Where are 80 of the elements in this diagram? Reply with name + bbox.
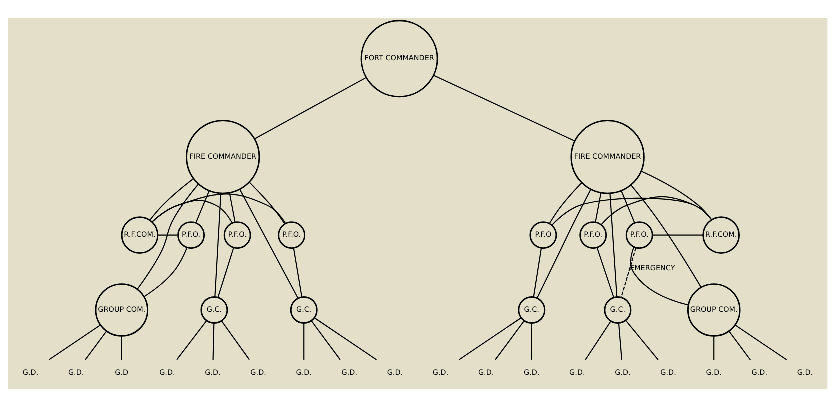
node-text: G.D. bbox=[342, 368, 358, 377]
node-circle: P.F.O. bbox=[178, 222, 206, 250]
connector bbox=[158, 234, 178, 236]
node-text: G.D. bbox=[432, 368, 449, 377]
connector bbox=[144, 248, 188, 298]
connector bbox=[714, 336, 715, 360]
connector bbox=[176, 320, 208, 360]
node-circle: G.C. bbox=[604, 296, 632, 324]
node-circle: FIRE COMMANDER bbox=[186, 120, 260, 194]
node-text: G.D. bbox=[478, 368, 494, 377]
connector bbox=[536, 189, 592, 299]
node-text: G.D. bbox=[387, 368, 404, 377]
connector bbox=[48, 324, 101, 360]
connector bbox=[218, 248, 234, 298]
node-circle: G.C. bbox=[200, 296, 228, 324]
node-circle: G.C. bbox=[518, 296, 546, 324]
node-circle: FORT COMMANDER bbox=[360, 20, 438, 98]
node-text: G.D. bbox=[205, 368, 221, 377]
connector bbox=[549, 182, 582, 224]
connector bbox=[249, 182, 286, 224]
node-circle: GROUP COM. bbox=[95, 284, 149, 337]
node-text: G.D. bbox=[570, 368, 586, 377]
connector bbox=[458, 318, 522, 360]
connector bbox=[495, 320, 525, 360]
connector bbox=[618, 323, 623, 360]
node-text: G.D. bbox=[660, 368, 676, 377]
connector bbox=[630, 247, 689, 306]
node-text: G.D. bbox=[160, 368, 176, 377]
node-circle: FIRE COMMANDER bbox=[570, 120, 645, 194]
node-circle: P.F.O. bbox=[626, 222, 654, 250]
connector bbox=[610, 194, 618, 298]
connector bbox=[641, 170, 712, 220]
node-text: G.D. bbox=[615, 368, 631, 377]
connector bbox=[196, 190, 210, 224]
connector bbox=[595, 193, 602, 223]
connector bbox=[293, 248, 303, 298]
node-circle: R.F.COM. bbox=[702, 216, 740, 254]
connector bbox=[621, 190, 636, 224]
connector bbox=[221, 320, 250, 360]
connector bbox=[596, 248, 614, 298]
connector bbox=[85, 331, 108, 360]
connector bbox=[240, 189, 299, 299]
connector bbox=[585, 321, 612, 360]
node-circle: P.F.O. bbox=[278, 222, 306, 250]
node-circle: G.C. bbox=[290, 296, 318, 324]
connector bbox=[533, 248, 542, 298]
node-circle: P.F.O. bbox=[224, 222, 252, 250]
connector bbox=[137, 184, 199, 290]
connector bbox=[152, 194, 286, 224]
connector bbox=[626, 320, 659, 360]
connector bbox=[254, 77, 367, 140]
connector bbox=[121, 336, 122, 360]
connector bbox=[728, 331, 751, 360]
node-circle: GROUP COM. bbox=[687, 284, 741, 337]
connector bbox=[311, 320, 341, 360]
connector bbox=[314, 318, 378, 360]
node-circle: P.F.O. bbox=[580, 222, 608, 250]
node-text: G.D. bbox=[524, 368, 540, 377]
node-text: G.D bbox=[115, 368, 129, 377]
node-circle: P.F.O bbox=[530, 222, 558, 250]
connector bbox=[735, 324, 788, 360]
node-circle: R.F.COM. bbox=[121, 216, 159, 254]
connector bbox=[229, 193, 236, 223]
node-text: G.D. bbox=[752, 368, 768, 377]
connector bbox=[531, 323, 532, 360]
connector bbox=[212, 323, 215, 360]
node-text: G.D. bbox=[22, 368, 39, 377]
node-text: G.D. bbox=[797, 368, 814, 377]
connector bbox=[434, 75, 575, 142]
connector bbox=[304, 323, 305, 360]
connector bbox=[630, 184, 702, 288]
connector bbox=[620, 248, 637, 298]
node-text: G.D. bbox=[296, 368, 312, 377]
node-text: G.D. bbox=[706, 368, 722, 377]
connector bbox=[601, 196, 712, 226]
node-text: G.D. bbox=[68, 368, 84, 377]
connector bbox=[150, 178, 194, 221]
connector bbox=[214, 194, 222, 298]
connector bbox=[652, 234, 704, 236]
node-text: G.D. bbox=[250, 368, 266, 377]
